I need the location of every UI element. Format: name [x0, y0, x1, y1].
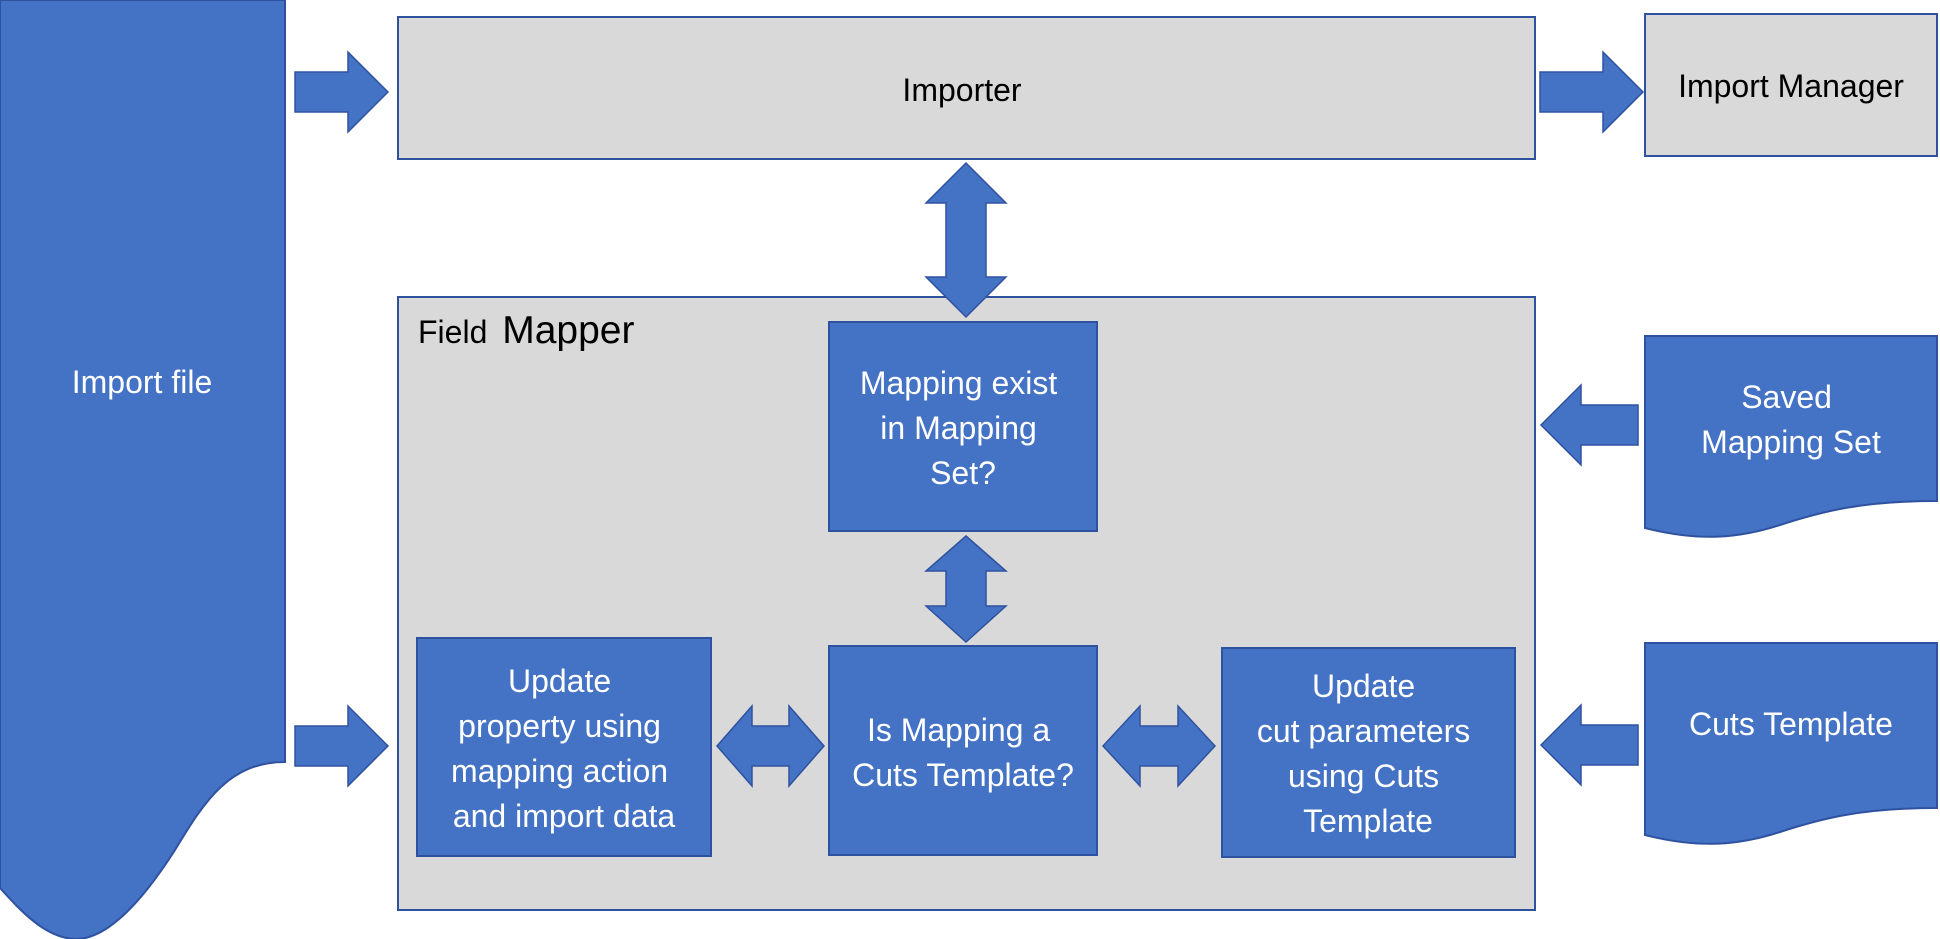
import-file-label: Import file [72, 364, 212, 400]
arrow-saved-set-to-field-mapper [1539, 383, 1639, 467]
import-manager-box [1644, 13, 1938, 157]
arrow-file-to-field-mapper [294, 704, 390, 788]
saved-mapping-set-shape [1644, 335, 1938, 538]
cuts-template-label: Cuts Template [1689, 706, 1893, 742]
arrow-importer-field-mapper [924, 161, 1008, 319]
arrow-update-property-cuts-template [716, 704, 825, 788]
arrow-cuts-template-update-cut [1101, 704, 1217, 788]
update-property-box [416, 637, 712, 857]
import-manager-label: Import Manager [1678, 68, 1904, 104]
arrow-mapping-exist-cuts-template [924, 535, 1008, 644]
cuts-template-shape [1644, 642, 1938, 845]
is-cuts-template-label: Is Mapping a Cuts Template? [852, 712, 1074, 793]
update-property-label: Update property using mapping action and… [451, 663, 677, 834]
mapping-exist-label: Mapping exist in Mapping Set? [860, 365, 1066, 491]
field-mapper-title-part1: Field [418, 314, 487, 350]
importer-box [397, 16, 1536, 160]
arrow-cuts-template-to-field-mapper [1539, 703, 1639, 787]
importer-label: Importer [902, 72, 1021, 108]
saved-mapping-set-label: Saved Mapping Set [1701, 379, 1881, 460]
field-mapper-title: Field Mapper [418, 309, 634, 352]
arrow-file-to-importer [294, 50, 390, 134]
is-cuts-template-box [828, 645, 1098, 856]
update-cut-parameters-box [1221, 647, 1516, 858]
import-file-shape [0, 0, 286, 939]
arrow-importer-to-manager [1539, 50, 1645, 134]
field-mapper-title-part2: Mapper [502, 309, 634, 352]
update-cut-parameters-label: Update cut parameters using Cuts Templat… [1257, 668, 1479, 839]
mapping-exist-box [828, 321, 1098, 532]
